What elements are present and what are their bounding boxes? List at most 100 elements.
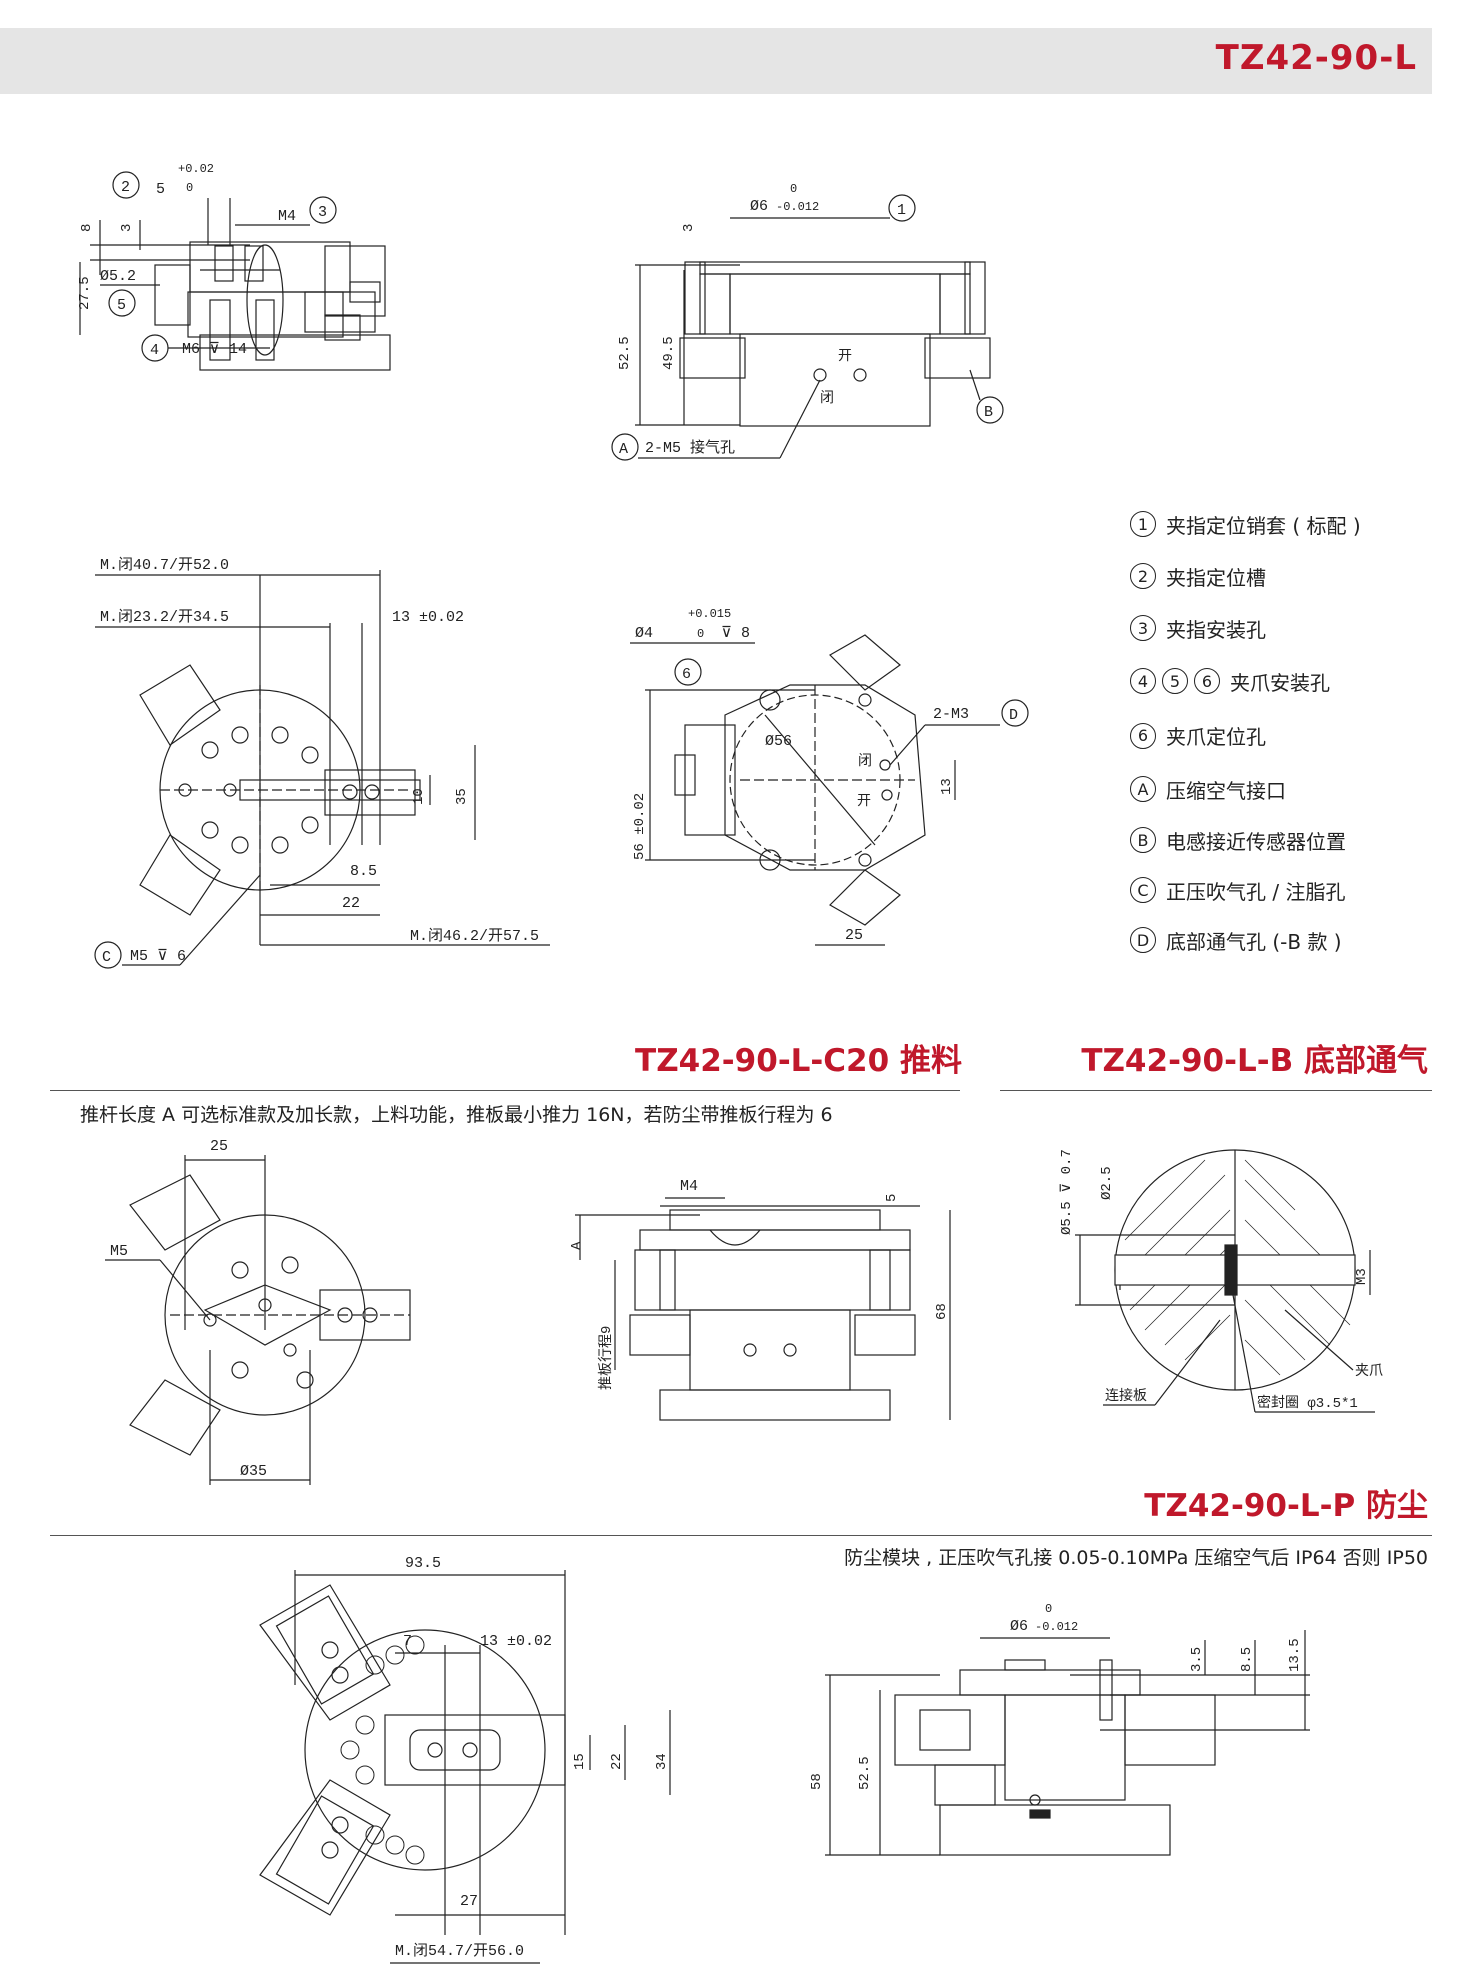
p-top-view-drawing: 93.5 7 13 ±0.02 15 22 34 27 M.闭54.7/开56.… [259, 1555, 671, 1964]
dim-label: M.闭46.2/开57.5 [410, 927, 539, 945]
dim-label: 25 [210, 1138, 228, 1155]
legend-item: C 正压吹气孔 / 注脂孔 [1130, 865, 1450, 915]
legend-item: D 底部通气孔 (-B 款 ) [1130, 915, 1450, 965]
dim-label: D [1009, 707, 1018, 724]
c20-side-view-drawing: M4 5 A 68 推板行程9 [569, 1178, 951, 1421]
dim-label: 56 ±0.02 [632, 793, 648, 860]
dim-label: 68 [934, 1303, 950, 1320]
dim-label: 8 [79, 224, 95, 232]
legend-text: 底部通气孔 (-B 款 ) [1166, 929, 1342, 954]
dim-label: Ø5.2 [100, 268, 136, 285]
dim-label: 闭 [858, 753, 872, 770]
dim-label: 8.5 [350, 863, 377, 880]
section-divider [50, 1535, 1432, 1536]
dim-label: M4 [278, 208, 296, 225]
dim-label: 0 [697, 627, 704, 641]
dim-label: 58 [809, 1773, 825, 1790]
top-view-drawing: M.闭40.7/开52.0 M.闭23.2/开34.5 13 ±0.02 10 … [94, 556, 550, 969]
front-view-drawing: 0 Ø6 -0.012 1 3 52.5 49.5 开 闭 B A 2-M5 接… [611, 182, 1004, 461]
dim-label: 49.5 [661, 336, 677, 370]
dim-label: -0.012 [776, 200, 819, 214]
dim-label: A [569, 1241, 585, 1250]
dim-label: Ø6 [1010, 1618, 1028, 1635]
dim-label: 13 ±0.02 [392, 609, 464, 626]
legend-number: 6 [1194, 668, 1220, 694]
dim-label: 27.5 [77, 276, 93, 310]
legend-text: 夹爪安装孔 [1230, 670, 1330, 695]
section-title-c20: TZ42-90-L-C20 推料 [635, 1043, 962, 1079]
c20-top-view-drawing: 25 M5 Ø35 [105, 1138, 411, 1485]
dim-label: +0.015 [688, 607, 731, 621]
dim-label: 连接板 [1105, 1387, 1147, 1405]
dim-label: 7 [403, 1633, 412, 1650]
legend-text: 电感接近传感器位置 [1166, 829, 1346, 854]
legend-text: 夹指定位槽 [1166, 565, 1266, 590]
dim-label: M6 ⊽ 14 [182, 341, 247, 358]
dim-label: 8.5 [1239, 1647, 1255, 1672]
legend-text: 正压吹气孔 / 注脂孔 [1166, 879, 1346, 904]
dim-label: 3 [119, 224, 135, 232]
dim-label: M5 ⊽ 6 [130, 948, 186, 965]
p-side-view-drawing: 0 Ø6 -0.012 3.5 8.5 13.5 58 52.5 [809, 1602, 1310, 1856]
legend-item: 2 夹指定位槽 [1130, 550, 1450, 602]
legend-number: 3 [1130, 615, 1156, 641]
dim-label: 夹爪 [1355, 1363, 1383, 1380]
dim-label: Ø2.5 [1099, 1166, 1115, 1200]
section-divider [1000, 1090, 1432, 1091]
dim-label: 开 [838, 349, 852, 365]
dim-label: -0.012 [1035, 1620, 1078, 1634]
dim-label: Ø4 [635, 625, 653, 642]
legend: 1 夹指定位销套 ( 标配 ) 2 夹指定位槽 3 夹指安装孔 4 5 6 夹爪… [1130, 498, 1450, 965]
legend-item: B 电感接近传感器位置 [1130, 815, 1450, 865]
dim-label: 34 [654, 1753, 670, 1770]
dim-label: 3 [318, 204, 327, 221]
legend-number: 1 [1130, 511, 1156, 537]
dim-label: 0 [1045, 1602, 1052, 1616]
dim-label: Ø35 [240, 1463, 267, 1480]
dim-label: 0 [790, 182, 797, 196]
dim-label: C [102, 949, 111, 966]
side-view-drawing: 2 5 +0.02 0 M4 3 8 3 Ø5.2 27.5 5 4 M6 ⊽ … [77, 162, 391, 371]
model-title: TZ42-90-L [1215, 38, 1417, 78]
dim-label: 13 ±0.02 [480, 1633, 552, 1650]
dim-label: 5 [117, 297, 126, 314]
dim-label: 13 [939, 778, 955, 795]
dim-label: 2 [121, 179, 130, 196]
dim-label: 13.5 [1287, 1638, 1303, 1672]
dim-label: ⊽ 8 [721, 625, 750, 642]
legend-number: D [1130, 927, 1156, 953]
dim-label: M3 [1354, 1268, 1370, 1285]
legend-text: 夹指安装孔 [1166, 617, 1266, 642]
dim-label: 0 [186, 181, 193, 195]
dim-label: +0.02 [178, 162, 214, 176]
dim-label: 15 [572, 1753, 588, 1770]
b-section-drawing: Ø5.5 ⊽ 0.7 Ø2.5 M3 夹爪 连接板 密封圈 φ3.5*1 [1059, 1149, 1383, 1413]
dim-label: 93.5 [405, 1555, 441, 1572]
dim-label: M.闭23.2/开34.5 [100, 608, 229, 626]
dim-label: M4 [680, 1178, 698, 1195]
dim-label: 6 [682, 666, 691, 683]
legend-number: 2 [1130, 563, 1156, 589]
legend-number: C [1130, 877, 1156, 903]
section-title-b: TZ42-90-L-B 底部通气 [1081, 1043, 1428, 1079]
dim-label: 推板行程9 [598, 1326, 615, 1390]
dim-label: 3 [681, 224, 697, 232]
dim-label: 52.5 [617, 336, 633, 370]
dim-label: 10 [411, 788, 427, 805]
legend-number: B [1130, 827, 1156, 853]
legend-text: 压缩空气接口 [1166, 778, 1286, 803]
legend-item: 6 夹爪定位孔 [1130, 708, 1450, 763]
legend-number: 6 [1130, 722, 1156, 749]
legend-text: 夹指定位销套 ( 标配 ) [1166, 513, 1361, 538]
legend-item: 3 夹指安装孔 [1130, 602, 1450, 654]
dim-label: 25 [845, 927, 863, 944]
dim-label: 5 [156, 181, 165, 198]
legend-number: 4 [1130, 668, 1156, 694]
legend-text: 夹爪定位孔 [1166, 725, 1266, 749]
header-bar [0, 28, 1432, 94]
section-description-p: 防尘模块 , 正压吹气孔接 0.05-0.10MPa 压缩空气后 IP64 否则… [844, 1547, 1428, 1569]
bottom-view-drawing: +0.015 Ø4 0 ⊽ 8 6 56 ±0.02 Ø56 2-M3 D 闭 … [630, 607, 1029, 946]
section-title-p: TZ42-90-L-P 防尘 [1144, 1488, 1428, 1524]
legend-number: 5 [1162, 668, 1188, 694]
legend-number: A [1130, 776, 1156, 802]
